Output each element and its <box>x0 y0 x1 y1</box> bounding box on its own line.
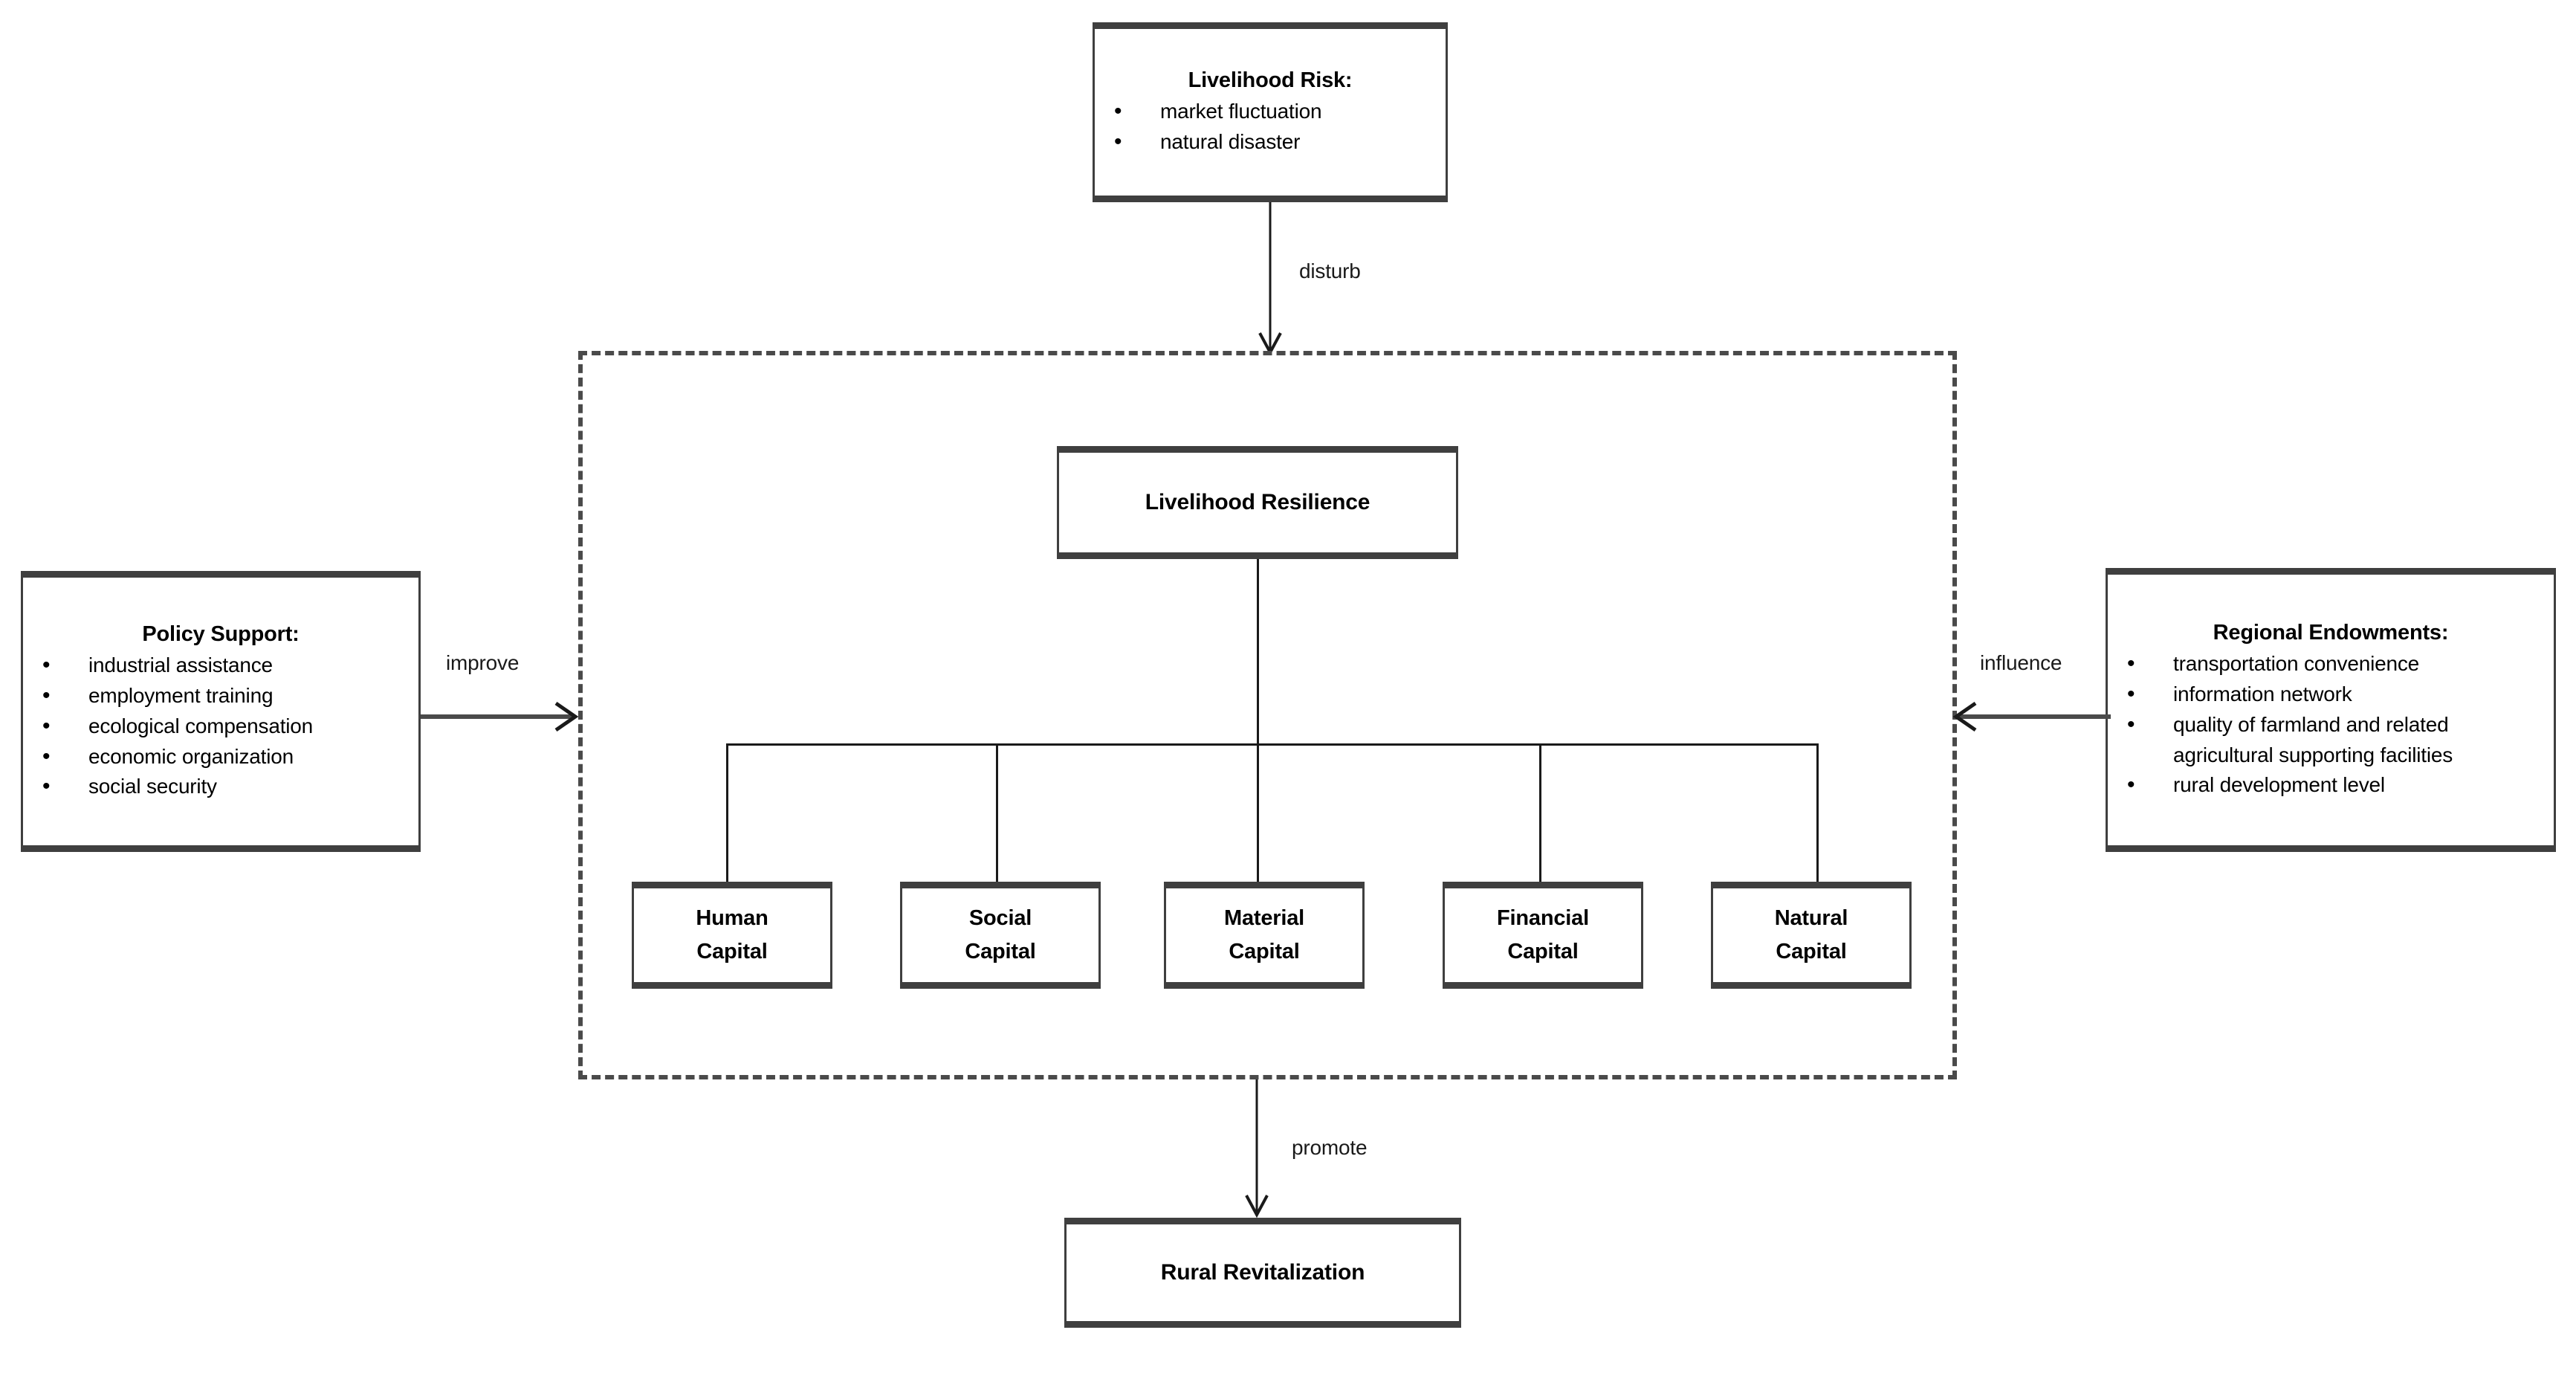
capital-label: Financial Capital <box>1497 902 1589 969</box>
capital-label-line2: Capital <box>1229 940 1300 963</box>
capital-drop-line-2 <box>996 743 998 891</box>
capital-label: Natural Capital <box>1775 902 1848 969</box>
capital-drop-line-4 <box>1539 743 1541 891</box>
resilience-system-container <box>578 351 1957 1079</box>
regional-endowments-heading: Regional Endowments: <box>2213 620 2449 645</box>
capital-box-material[interactable]: Material Capital <box>1164 882 1365 989</box>
regional-endowments-list: transportation convenience information n… <box>2108 648 2554 801</box>
capital-label: Human Capital <box>696 902 768 969</box>
livelihood-risk-list: market fluctuation natural disaster <box>1095 95 1446 158</box>
policy-support-box[interactable]: Policy Support: industrial assistance em… <box>21 571 421 852</box>
list-item: natural disaster <box>1095 126 1435 158</box>
capital-distribution-bar <box>726 743 1819 746</box>
capital-drop-line-3 <box>1257 743 1259 891</box>
capital-label-line1: Social <box>968 906 1032 931</box>
capital-drop-line-5 <box>1816 743 1819 891</box>
improve-arrow <box>421 701 579 732</box>
policy-support-heading: Policy Support: <box>142 622 300 646</box>
capital-label-line1: Natural <box>1774 906 1848 931</box>
livelihood-risk-box[interactable]: Livelihood Risk: market fluctuation natu… <box>1093 22 1448 202</box>
rural-revitalization-box[interactable]: Rural Revitalization <box>1064 1218 1461 1328</box>
resilience-to-bar-connector <box>1257 559 1259 745</box>
list-item: ecological compensation <box>23 710 408 743</box>
capital-label-line1: Material <box>1224 906 1304 931</box>
capital-drop-line-1 <box>726 743 728 891</box>
policy-support-list: industrial assistance employment trainin… <box>23 649 418 803</box>
list-item-continuation: agricultural supporting facilities <box>2173 743 2453 766</box>
capital-label: Material Capital <box>1224 902 1304 969</box>
rural-revitalization-label: Rural Revitalization <box>1160 1259 1365 1285</box>
capital-box-natural[interactable]: Natural Capital <box>1711 882 1912 989</box>
capital-label-line2: Capital <box>1507 940 1579 963</box>
list-item: transportation convenience <box>2108 648 2543 680</box>
influence-arrow <box>1952 701 2111 732</box>
list-item: quality of farmland and related <box>2108 708 2543 741</box>
capital-label: Social Capital <box>965 902 1035 969</box>
livelihood-risk-heading: Livelihood Risk: <box>1188 68 1353 92</box>
capital-label-line1: Human <box>696 906 768 931</box>
list-item: information network <box>2108 678 2543 711</box>
capital-label-line2: Capital <box>1776 940 1847 963</box>
capital-label-line1: Financial <box>1497 906 1589 931</box>
promote-label: promote <box>1292 1136 1368 1159</box>
list-item: employment training <box>23 679 408 712</box>
capital-box-financial[interactable]: Financial Capital <box>1443 882 1643 989</box>
promote-arrow <box>1245 1079 1269 1218</box>
list-item: rural development level <box>2108 769 2543 801</box>
disturb-arrow <box>1258 202 1282 356</box>
livelihood-resilience-box[interactable]: Livelihood Resilience <box>1057 446 1458 559</box>
list-item: industrial assistance <box>23 649 408 682</box>
influence-label: influence <box>1980 651 2062 674</box>
capital-label-line2: Capital <box>965 940 1036 963</box>
list-item: social security <box>23 770 408 803</box>
capital-box-human[interactable]: Human Capital <box>632 882 832 989</box>
disturb-label: disturb <box>1299 259 1361 283</box>
list-item: economic organization <box>23 740 408 773</box>
capital-label-line2: Capital <box>696 940 768 963</box>
improve-label: improve <box>446 651 520 674</box>
capital-box-social[interactable]: Social Capital <box>900 882 1101 989</box>
livelihood-resilience-label: Livelihood Resilience <box>1145 489 1370 514</box>
regional-endowments-box[interactable]: Regional Endowments: transportation conv… <box>2106 568 2556 852</box>
list-item: market fluctuation <box>1095 95 1435 128</box>
